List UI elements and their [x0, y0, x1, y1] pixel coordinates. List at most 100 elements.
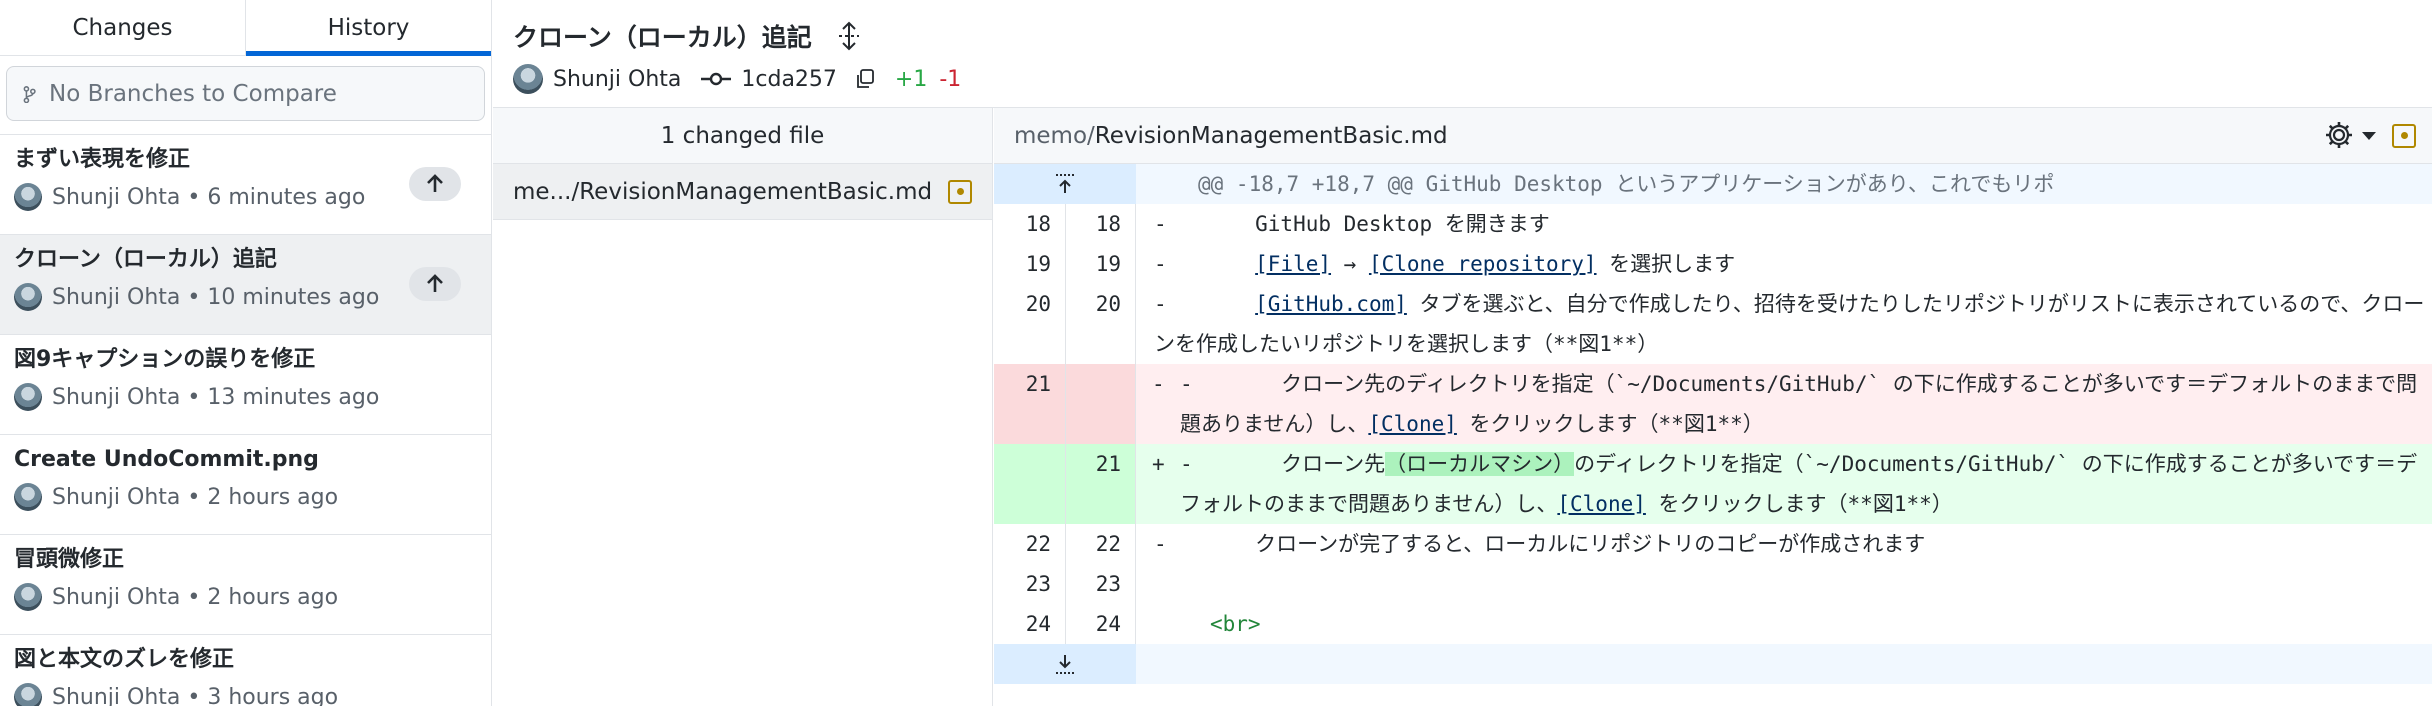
commit-author: Shunji Ohta — [553, 66, 682, 92]
file-modified-icon — [948, 179, 972, 204]
diff-line-deleted[interactable]: 21 - - クローン先のディレクトリを指定（`~/Documents/GitH… — [994, 364, 2432, 444]
markdown-link: [GitHub.com] — [1255, 292, 1407, 316]
diff-line[interactable]: 20 20 - [GitHub.com] タブを選ぶと、自分で作成したり、招待を… — [994, 284, 2432, 364]
changed-files-panel: 1 changed file me.../RevisionManagementB… — [493, 108, 993, 706]
changed-file-item[interactable]: me.../RevisionManagementBasic.md — [493, 164, 992, 220]
diff-file-dir: memo/ — [1014, 122, 1095, 149]
commit-item-title: 図と本文のズレを修正 — [14, 647, 235, 672]
commit-summary-header: クローン（ローカル）追記 Shunji Ohta 1cda257 +1 -1 — [493, 0, 2432, 108]
text-segment: のディレクトリを指定（`~/Documents/GitHub/` の下に作成する… — [1180, 452, 2418, 516]
commit-item-title: Create UndoCommit.png — [14, 447, 319, 472]
text-segment: をクリックします（**図1**） — [1456, 412, 1764, 436]
diff-panel: memo/RevisionManagementBasic.md @@ -18,7… — [994, 108, 2432, 706]
text-segment: - クローン先のディレクトリを指定（`~/Documents/GitHub/` … — [1180, 372, 2418, 436]
old-line-number: 22 — [994, 524, 1066, 564]
new-line-number — [1066, 364, 1136, 444]
expand-up-icon[interactable] — [994, 164, 1136, 204]
markdown-link: [Clone] — [1368, 412, 1457, 436]
gear-icon[interactable] — [2324, 120, 2354, 150]
changed-file-path: me.../RevisionManagementBasic.md — [513, 178, 933, 205]
new-line-number: 21 — [1066, 444, 1136, 524]
diff-line-added[interactable]: 21 + - クローン先（ローカルマシン）のディレクトリを指定（`~/Docum… — [994, 444, 2432, 524]
diff-line[interactable]: 23 23 — [994, 564, 2432, 604]
old-line-number: 21 — [994, 364, 1066, 444]
commit-item[interactable]: 図と本文のズレを修正 Shunji Ohta • 3 hours ago — [0, 635, 491, 706]
chevron-down-icon[interactable] — [2362, 132, 2376, 140]
diff-line-text: <br> — [1210, 612, 1261, 636]
avatar — [14, 483, 42, 511]
commit-item-meta: Shunji Ohta • 13 minutes ago — [52, 384, 380, 410]
diff-line[interactable]: 22 22 - クローンが完了すると、ローカルにリポジトリのコピーが作成されます — [994, 524, 2432, 564]
commit-item-meta: Shunji Ohta • 6 minutes ago — [52, 184, 366, 210]
history-sidebar: Changes History No Branches to Compare ま… — [0, 0, 492, 706]
text-segment: → — [1331, 252, 1369, 276]
markdown-link: [Clone] — [1557, 492, 1646, 516]
old-line-number: 23 — [994, 564, 1066, 604]
commit-item[interactable]: まずい表現を修正 Shunji Ohta • 6 minutes ago — [0, 135, 491, 235]
old-line-number: 20 — [994, 284, 1066, 364]
unpushed-arrow-up-icon — [409, 267, 461, 301]
avatar — [14, 683, 42, 706]
copy-icon[interactable] — [855, 68, 875, 90]
commit-item[interactable]: クローン（ローカル）追記 Shunji Ohta • 10 minutes ag… — [0, 235, 491, 335]
old-line-number — [994, 444, 1066, 524]
avatar — [14, 283, 42, 311]
commit-item-meta: Shunji Ohta • 10 minutes ago — [52, 284, 380, 310]
diff-marker: + — [1152, 452, 1165, 476]
new-line-number: 18 — [1066, 204, 1136, 244]
diff-line[interactable]: 18 18 - GitHub Desktop を開きます — [994, 204, 2432, 244]
diff-line[interactable]: 24 24 <br> — [994, 604, 2432, 644]
branch-compare-input[interactable]: No Branches to Compare — [6, 66, 485, 121]
file-modified-icon — [2392, 123, 2416, 148]
text-segment: - — [1154, 292, 1256, 316]
deletions-count: -1 — [939, 66, 962, 92]
avatar — [513, 64, 543, 94]
avatar — [14, 183, 42, 211]
commit-item[interactable]: 冒頭微修正 Shunji Ohta • 2 hours ago — [0, 535, 491, 635]
expand-icon[interactable] — [834, 21, 864, 51]
commit-item[interactable]: Create UndoCommit.png Shunji Ohta • 2 ho… — [0, 435, 491, 535]
commit-item-title: まずい表現を修正 — [14, 147, 191, 172]
diff-line[interactable]: 19 19 - [File] → [Clone repository] を選択し… — [994, 244, 2432, 284]
branch-compare-placeholder: No Branches to Compare — [49, 80, 337, 107]
diff-line-text: - クローンが完了すると、ローカルにリポジトリのコピーが作成されます — [1154, 532, 1926, 556]
new-line-number: 22 — [1066, 524, 1136, 564]
new-line-number: 24 — [1066, 604, 1136, 644]
old-line-number: 19 — [994, 244, 1066, 284]
tab-changes[interactable]: Changes — [72, 14, 173, 41]
diff-line-text: - GitHub Desktop を開きます — [1154, 212, 1550, 236]
changed-word-highlight: （ローカルマシン） — [1385, 452, 1575, 476]
new-line-number: 23 — [1066, 564, 1136, 604]
diff-file-name: RevisionManagementBasic.md — [1094, 122, 1448, 149]
commit-item-meta: Shunji Ohta • 2 hours ago — [52, 484, 339, 510]
diff-line-text: - [GitHub.com] タブを選ぶと、自分で作成したり、招待を受けたりした… — [1136, 284, 2432, 364]
commit-item[interactable]: 図9キャプションの誤りを修正 Shunji Ohta • 13 minutes … — [0, 335, 491, 435]
old-line-number: 24 — [994, 604, 1066, 644]
commit-item-title: クローン（ローカル）追記 — [14, 247, 277, 272]
diff-file-header: memo/RevisionManagementBasic.md — [994, 108, 2432, 164]
commit-item-meta: Shunji Ohta • 3 hours ago — [52, 684, 339, 706]
text-segment: - — [1154, 252, 1256, 276]
branch-icon — [23, 85, 36, 103]
avatar — [14, 583, 42, 611]
text-segment: を選択します — [1596, 252, 1736, 276]
commit-item-meta: Shunji Ohta • 2 hours ago — [52, 584, 339, 610]
commit-item-title: 図9キャプションの誤りを修正 — [14, 347, 316, 372]
additions-count: +1 — [894, 66, 928, 92]
text-segment: タブを選ぶと、自分で作成したり、招待を受けたりしたリポジトリがリストに表示されて… — [1154, 292, 2425, 356]
unpushed-arrow-up-icon — [409, 167, 461, 201]
hunk-footer — [994, 644, 2432, 684]
avatar — [14, 383, 42, 411]
diff-line-text: - [File] → [Clone repository] を選択します — [1136, 244, 2432, 284]
diff-line-text — [1136, 564, 2432, 604]
expand-down-icon[interactable] — [994, 644, 1136, 684]
text-segment: - クローン先 — [1180, 452, 1386, 476]
tab-history[interactable]: History — [245, 0, 491, 56]
sidebar-tabs: Changes History — [0, 0, 491, 56]
commit-sha: 1cda257 — [741, 66, 837, 92]
commit-icon — [701, 72, 732, 86]
commit-title: クローン（ローカル）追記 — [513, 23, 812, 52]
old-line-number: 18 — [994, 204, 1066, 244]
new-line-number: 20 — [1066, 284, 1136, 364]
text-segment: をクリックします（**図1**） — [1645, 492, 1953, 516]
